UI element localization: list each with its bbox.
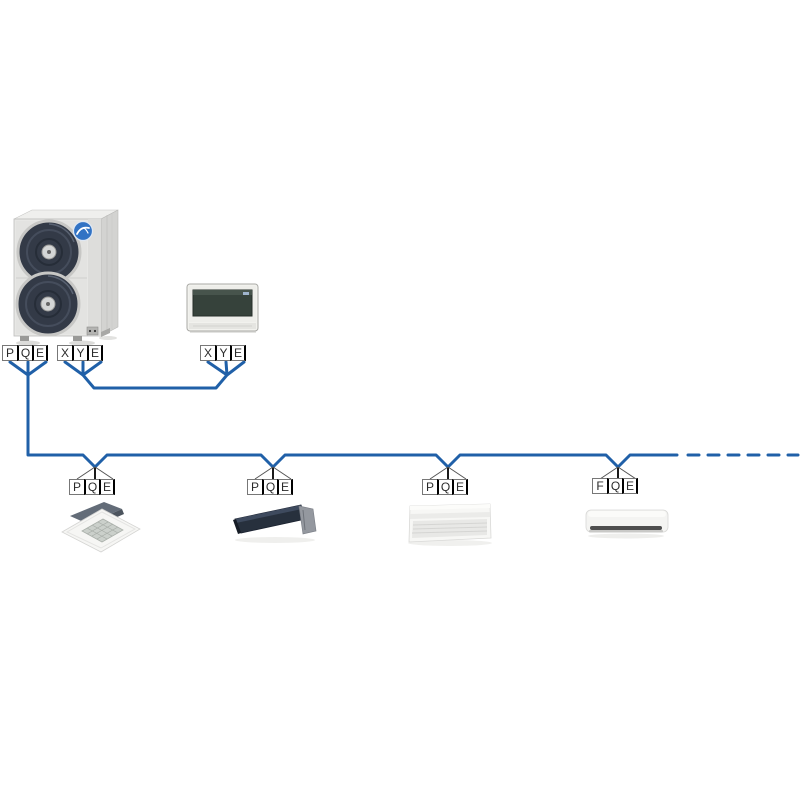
- terminal-block-indoor-4: F Q E: [592, 478, 638, 494]
- terminal-block-outdoor-comm: X Y E: [57, 345, 103, 361]
- wire-xye-link: [63, 360, 246, 390]
- indoor-unit-cassette: [61, 502, 141, 553]
- terminal-cell: E: [230, 345, 246, 361]
- terminal-cell: F: [592, 478, 608, 494]
- brand-logo-icon: [72, 220, 94, 242]
- terminal-block-indoor-3: P Q E: [422, 479, 468, 495]
- wire-group: [8, 360, 800, 469]
- outdoor-fan-bottom: [15, 271, 81, 337]
- terminal-cell: Q: [262, 479, 278, 495]
- outdoor-side-face: [100, 209, 119, 337]
- indoor-drop-lines: [76, 466, 637, 480]
- terminal-cell: Q: [84, 479, 100, 495]
- indoor-unit-console: [408, 503, 492, 546]
- terminal-cell: P: [2, 345, 18, 361]
- terminal-cell: E: [87, 345, 103, 361]
- terminal-block-outdoor-power: P Q E: [2, 345, 48, 361]
- terminal-cell: E: [277, 479, 293, 495]
- terminal-cell: X: [57, 345, 73, 361]
- terminal-cell: E: [32, 345, 48, 361]
- indoor-unit-duct: [233, 504, 317, 543]
- wire-pqe-bus: [8, 360, 679, 469]
- terminal-cell: Y: [72, 345, 88, 361]
- terminal-block-indoor-1: P Q E: [69, 479, 115, 495]
- wall-unit-outlet: [590, 526, 662, 530]
- duct-bracket: [298, 505, 317, 535]
- terminal-cell: Q: [607, 478, 623, 494]
- terminal-cell: X: [200, 345, 216, 361]
- terminal-cell: P: [422, 479, 438, 495]
- terminal-cell: Y: [215, 345, 231, 361]
- terminal-block-controller: X Y E: [200, 345, 246, 361]
- terminal-cell: E: [622, 478, 638, 494]
- terminal-cell: E: [452, 479, 468, 495]
- outdoor-unit: [13, 209, 119, 346]
- wired-controller: [186, 283, 259, 333]
- terminal-cell: P: [247, 479, 263, 495]
- terminal-block-indoor-2: P Q E: [247, 479, 293, 495]
- outdoor-top-face: [13, 209, 119, 220]
- terminal-cell: P: [69, 479, 85, 495]
- terminal-cell: Q: [437, 479, 453, 495]
- indoor-unit-wall: [585, 509, 669, 539]
- terminal-cell: Q: [17, 345, 33, 361]
- terminal-cell: E: [99, 479, 115, 495]
